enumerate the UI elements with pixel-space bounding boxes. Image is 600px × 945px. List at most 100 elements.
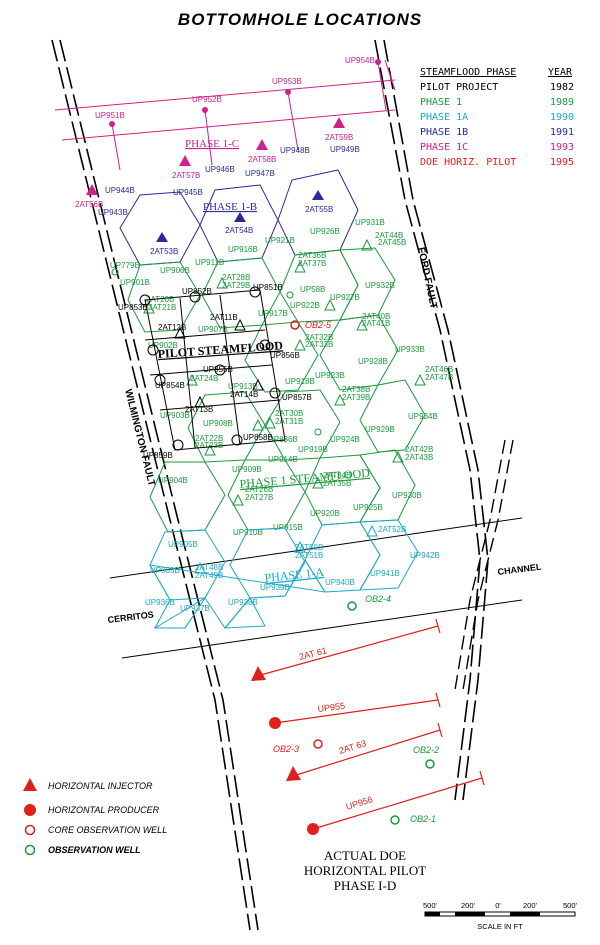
well-label: UP851B — [253, 283, 283, 292]
table-header-year: YEAR — [548, 67, 573, 78]
well-label: 2AT45B — [378, 238, 406, 247]
table-row-phase: PHASE 1A — [420, 112, 468, 123]
well-label: UP939B — [260, 583, 290, 592]
well-label: 2AT13B — [185, 405, 213, 414]
well-label: UP927B — [330, 293, 360, 302]
well-label: 2AT58B — [248, 155, 276, 164]
ford-fault-line — [374, 39, 489, 801]
red-circle-icon — [24, 824, 36, 836]
well-label: 2AT11B — [210, 313, 238, 322]
well-label: 2AT21B — [148, 303, 176, 312]
well-label: UP929B — [365, 425, 395, 434]
pilot-grid — [139, 286, 286, 451]
well-label: UP914B — [268, 455, 298, 464]
injector-triangle — [179, 155, 191, 166]
well-label: UP923B — [315, 371, 345, 380]
ford-fault-label: FORD FAULT — [415, 246, 439, 310]
legend-label: HORIZONTAL INJECTOR — [48, 781, 153, 791]
well-label: UP919B — [298, 445, 328, 454]
table-row-phase: DOE HORIZ. PILOT — [420, 157, 516, 168]
well-label: UP947B — [245, 169, 275, 178]
well-label: UP903B — [160, 411, 190, 420]
observation-circle — [314, 428, 322, 436]
well-label: UP936B — [145, 598, 175, 607]
horizontal-well-label: UP955 — [317, 701, 346, 714]
scale-tick: 200' — [461, 901, 476, 910]
phase-1a-triangles — [194, 524, 378, 574]
well-marker — [202, 107, 208, 113]
well-label: UP58B — [300, 285, 325, 294]
horizontal-producer-icon — [269, 717, 281, 729]
well-label: UP937B — [180, 604, 210, 613]
well-label: UP908B — [203, 419, 233, 428]
well-label: 2AT47B — [425, 373, 453, 382]
table-row-year: 1991 — [550, 127, 574, 138]
well-label: 2AT22B — [195, 434, 223, 443]
observation-well — [425, 759, 435, 769]
well-label: UP954B — [345, 56, 375, 65]
phase-1c-label: PHASE 1-C — [185, 138, 239, 150]
horizontal-well-label: 2AT 61 — [298, 645, 328, 662]
well-label: UP922B — [290, 301, 320, 310]
well-label: 2AT33B — [305, 340, 333, 349]
caption-line: HORIZONTAL PILOT — [304, 863, 426, 878]
injector-triangle — [86, 184, 98, 195]
well-label: UP916B — [228, 245, 258, 254]
table-row-phase: PHASE 1C — [420, 142, 468, 153]
well-label: 2AT12B — [158, 323, 186, 332]
well-label: 2AT26B — [245, 485, 273, 494]
scale-bar: 500' 200' 0' 200' 500' SCALE IN FT — [423, 901, 578, 931]
table-row-year: 1989 — [550, 97, 574, 108]
well-label: UP945B — [173, 188, 203, 197]
well-label: UP917B — [258, 309, 288, 318]
well-label: 2AT35B — [323, 479, 351, 488]
well-label: 2AT56B — [75, 200, 103, 209]
obs-well-label: OB2-2 — [413, 745, 439, 755]
caption-line: ACTUAL DOE — [324, 848, 406, 863]
well-label: 2AT52B — [378, 525, 406, 534]
well-label: UP855B — [203, 365, 233, 374]
table-row-phase: PHASE 1 — [420, 97, 462, 108]
table-row-phase: PHASE 1B — [420, 127, 468, 138]
channel-line-lower — [121, 599, 523, 659]
doe-pilot-caption: ACTUAL DOE HORIZONTAL PILOT PHASE I-D — [304, 848, 426, 893]
well-label: 2AT24B — [190, 374, 218, 383]
well-label: 2AT23B — [195, 441, 223, 450]
well-label: UP901B — [120, 278, 150, 287]
well-label: UP940B — [325, 578, 355, 587]
well-label: 2AT53B — [150, 247, 178, 256]
well-label: UP938B — [228, 598, 258, 607]
well-label: UP948B — [280, 146, 310, 155]
branch-fault-line — [454, 439, 514, 691]
observation-circle — [286, 291, 294, 299]
horizontal-producer-icon — [307, 823, 319, 835]
pilot-triangles — [174, 318, 264, 408]
well-label: UP925B — [353, 503, 383, 512]
well-label: 2AT57B — [172, 171, 200, 180]
scale-tick: 200' — [523, 901, 538, 910]
well-label: 2AT55B — [305, 205, 333, 214]
observation-well — [347, 601, 357, 611]
scale-tick: 500' — [423, 901, 438, 910]
horizontal-well-label: UP956 — [345, 794, 374, 812]
phase-1c-grid — [54, 59, 396, 171]
well-label: UP926B — [310, 227, 340, 236]
well-label: UP951B — [95, 111, 125, 120]
well-label: UP905B — [168, 540, 198, 549]
injector-triangle — [256, 139, 268, 150]
red-triangle-icon — [23, 778, 37, 791]
green-circle-icon — [24, 844, 36, 856]
well-label: UP907B — [198, 325, 228, 334]
page-title: BOTTOMHOLE LOCATIONS — [178, 10, 422, 29]
well-label: UP854B — [155, 381, 185, 390]
obs-well-label: OB2-4 — [365, 594, 391, 604]
table-row-phase: PILOT PROJECT — [420, 82, 498, 93]
well-label: UP779B — [110, 261, 140, 270]
well-label: UP946B — [205, 165, 235, 174]
phase-1a-grid — [149, 519, 419, 629]
well-label: UP924B — [330, 435, 360, 444]
core-observation-well — [313, 739, 323, 749]
well-label: 2AT42B — [405, 445, 433, 454]
horizontal-wells — [256, 618, 485, 830]
scale-label: SCALE IN FT — [477, 922, 523, 931]
